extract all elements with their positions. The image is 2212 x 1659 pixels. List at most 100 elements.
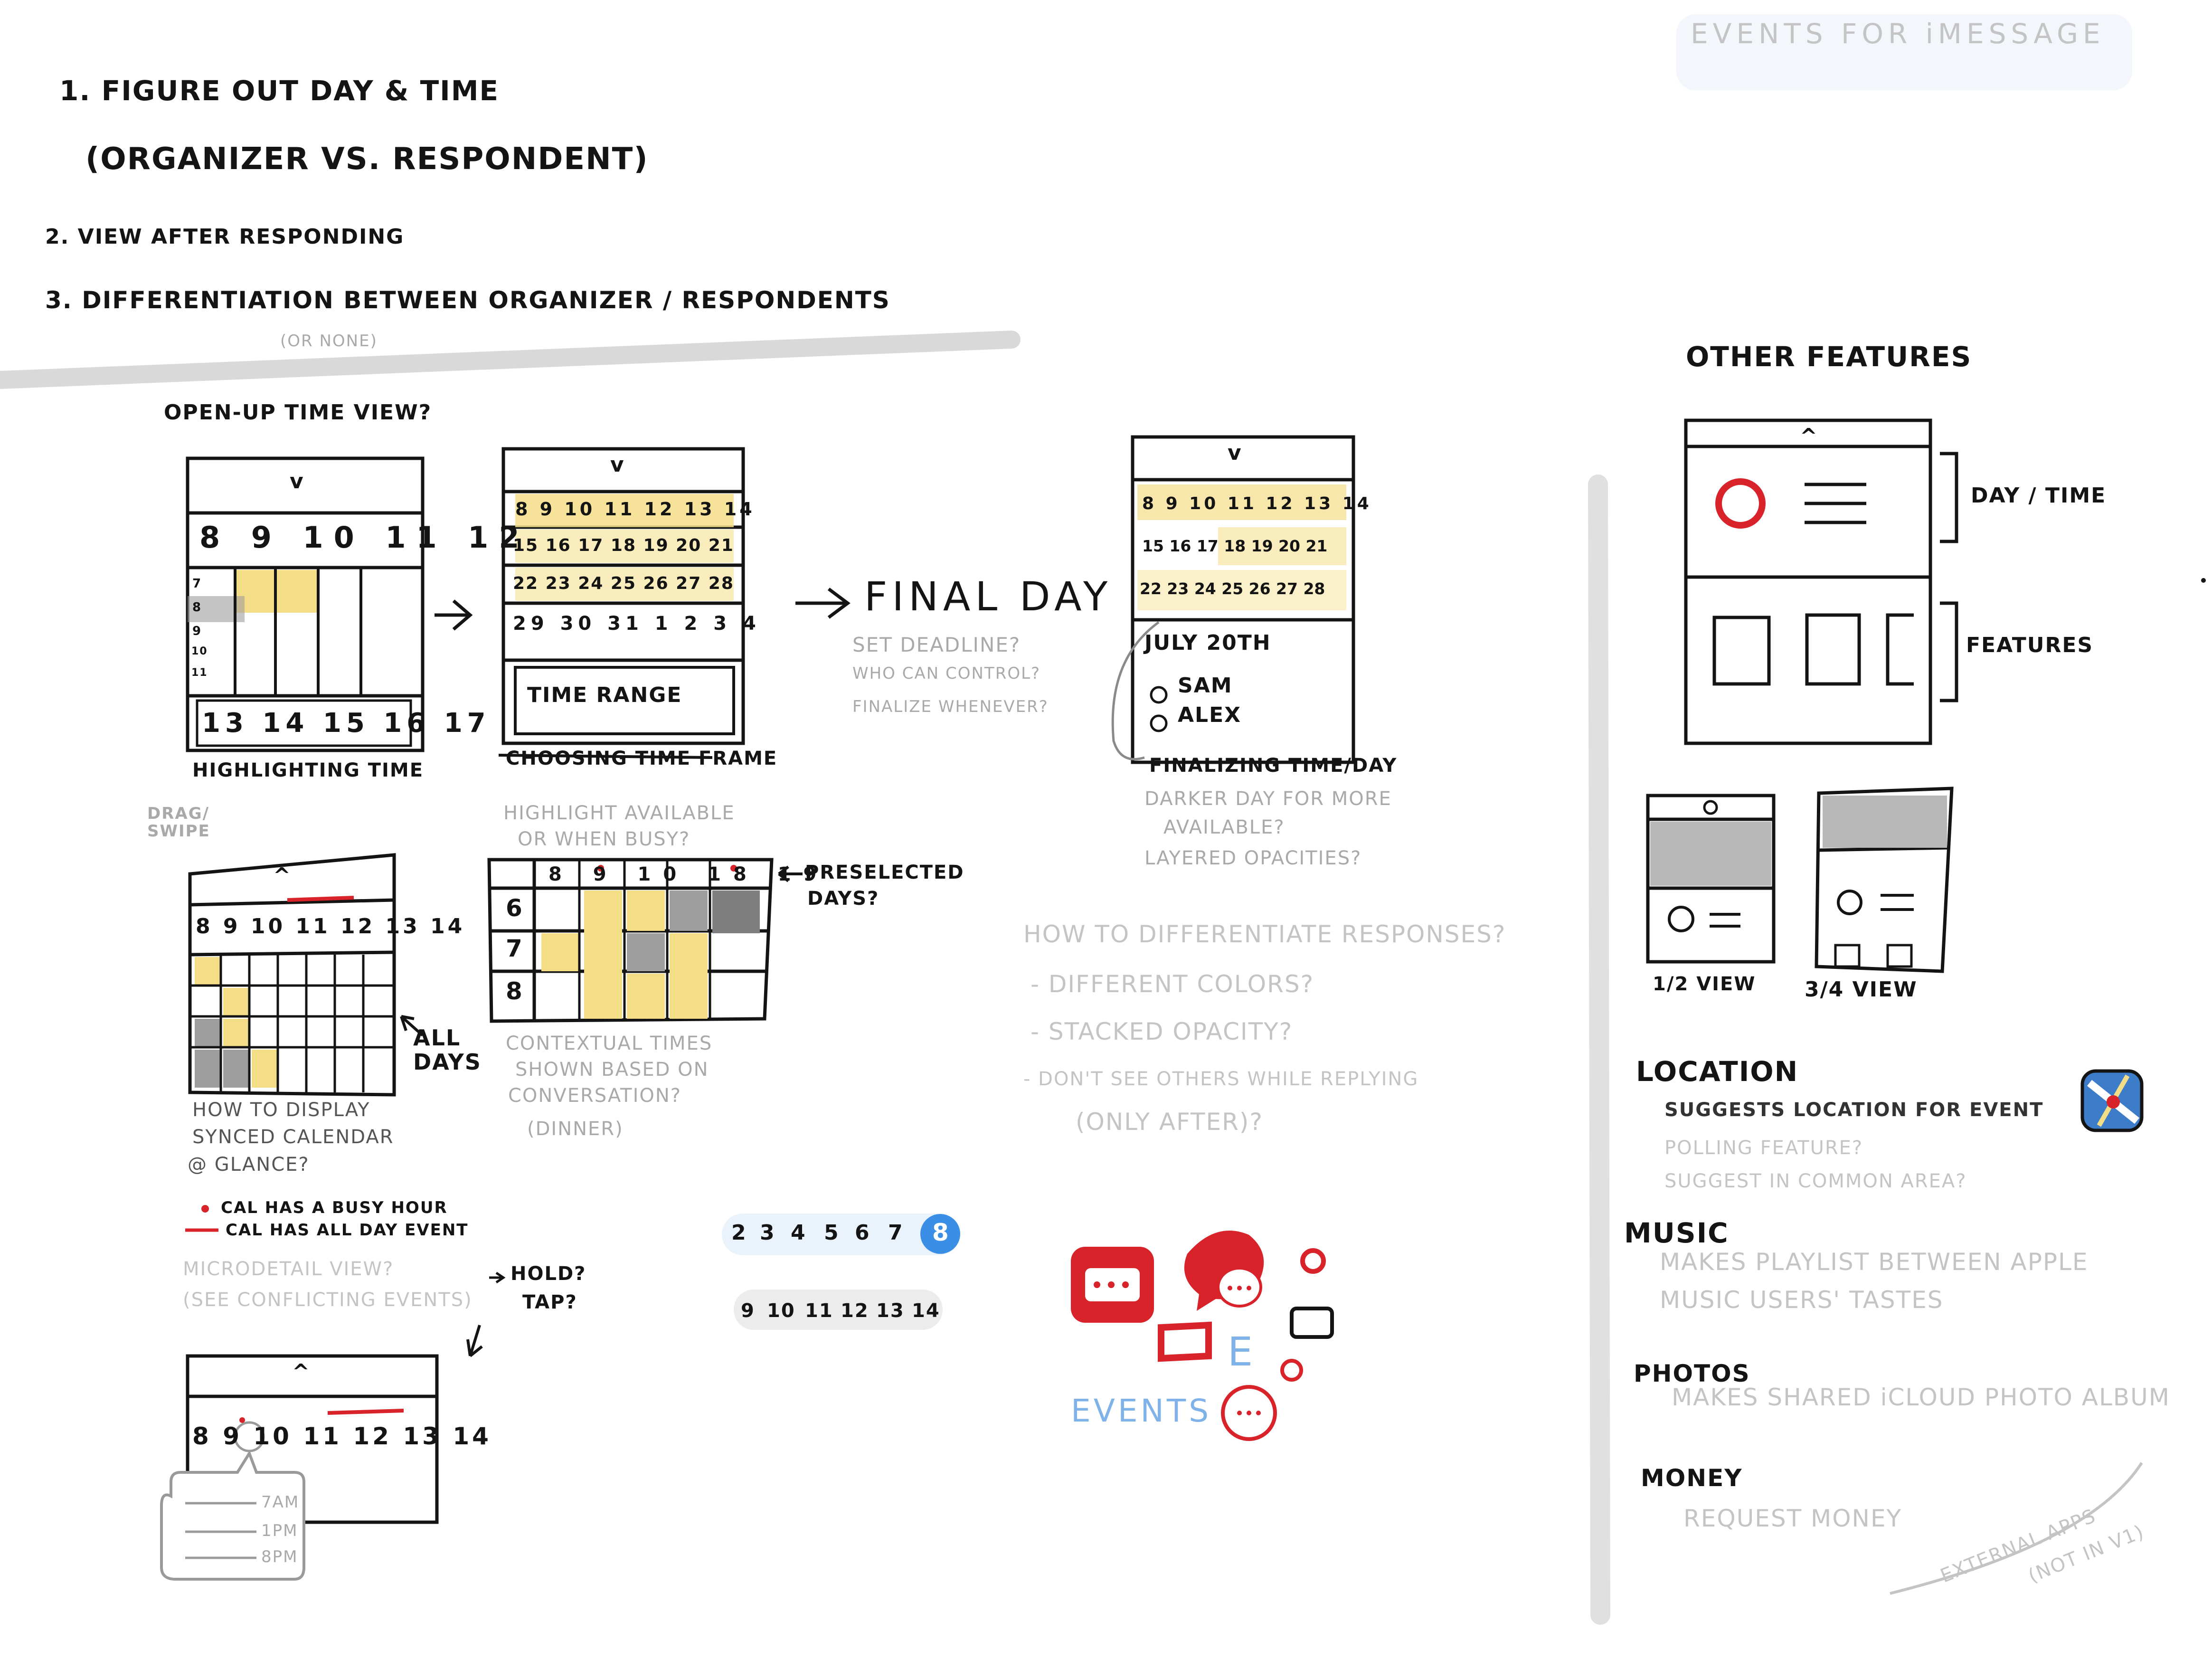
pill-14[interactable]: 14 <box>912 1300 940 1322</box>
label-day-time: DAY / TIME <box>1971 483 2107 508</box>
sketch4-hours: 8 9 10 11 12 13 14 <box>196 914 465 939</box>
photos-title: PHOTOS <box>1634 1360 1750 1387</box>
sketch4-caption-2: SYNCED CALENDAR <box>192 1126 394 1148</box>
pill-7[interactable]: 7 <box>888 1221 904 1245</box>
responses-option-3: - DON'T SEE OTHERS WHILE REPLYING <box>1023 1068 1419 1090</box>
open-up-question: OPEN-UP TIME VIEW? <box>164 400 432 425</box>
corner-title: EVENTS FOR iMESSAGE <box>1691 18 2105 50</box>
sketch4-chevron: ^ <box>273 863 292 888</box>
micro-label-1: MICRODETAIL VIEW? <box>183 1258 394 1280</box>
sketch1-chevron: v <box>290 469 304 493</box>
sketch3-date: JULY 20TH <box>1144 631 1271 655</box>
sketch4-all-days: ALL DAYS <box>413 1025 482 1075</box>
pill-4[interactable]: 4 <box>791 1221 806 1245</box>
pill-10[interactable]: 10 <box>767 1300 795 1322</box>
sketch4-grid <box>190 955 394 1092</box>
pill-2[interactable]: 2 <box>731 1221 747 1245</box>
location-line-3: SUGGEST IN COMMON AREA? <box>1664 1170 1967 1192</box>
sketch5-caption-2: SHOWN BASED ON <box>515 1059 709 1081</box>
half-view-label: 1/2 VIEW <box>1653 973 1756 995</box>
pill-selected[interactable]: 8 <box>932 1219 950 1246</box>
events-logo-letter: E <box>1228 1328 1254 1375</box>
final-q-2: WHO CAN CONTROL? <box>852 664 1041 683</box>
sketch2-row-1: 8 9 10 11 12 13 14 <box>515 499 755 520</box>
final-day-title: FINAL DAY <box>864 573 1113 620</box>
sketch5-row-7: 7 <box>506 935 523 962</box>
sketch3-row-2: 15 16 17 18 19 20 21 <box>1142 537 1328 555</box>
sketch2-caption: CHOOSING TIME FRAME <box>506 748 778 769</box>
music-title: MUSIC <box>1624 1217 1729 1249</box>
photos-line-1: MAKES SHARED iCLOUD PHOTO ALBUM <box>1672 1384 2170 1411</box>
micro-hours: 8 9 10 11 12 13 14 <box>192 1422 492 1450</box>
sketch3-q-1: DARKER DAY FOR MORE <box>1144 788 1392 810</box>
responses-option-2: - STACKED OPACITY? <box>1030 1018 1293 1045</box>
micro-chevron: ^ <box>292 1360 311 1384</box>
selected-day-pill <box>920 1214 960 1254</box>
sketch4-caption-1: HOW TO DISPLAY <box>192 1099 370 1121</box>
label-features: FEATURES <box>1966 633 2094 657</box>
micro-action-1: HOLD? <box>510 1263 586 1285</box>
sketch3-person-1[interactable]: SAM <box>1178 673 1233 698</box>
requirement-3: 3. DIFFERENTIATION BETWEEN ORGANIZER / R… <box>45 286 890 314</box>
sketch1-side-7: 7 <box>192 577 202 591</box>
pill-12[interactable]: 12 <box>841 1300 869 1322</box>
sketch5-row-8: 8 <box>506 977 523 1005</box>
popover-time-3: 8PM <box>261 1547 298 1566</box>
sketch3-q-2: AVAILABLE? <box>1163 816 1285 838</box>
sketch5-header: 8 9 10 18 19 <box>548 863 829 885</box>
events-logo-cluster <box>1071 1231 1334 1441</box>
sketch5-caption-3: CONVERSATION? <box>508 1085 682 1107</box>
responses-option-1: - DIFFERENT COLORS? <box>1030 970 1314 998</box>
sketch1-side-11: 11 <box>191 667 208 679</box>
music-line-2: MUSIC USERS' TASTES <box>1660 1286 1944 1314</box>
sketch1-bottom-days: 13 14 15 16 17 <box>202 708 491 739</box>
three-quarter-view-label: 3/4 VIEW <box>1805 977 1918 1002</box>
sketch1-hours: 8 9 10 11 12 <box>199 520 530 555</box>
final-q-1: SET DEADLINE? <box>852 633 1021 656</box>
responses-option-4: (ONLY AFTER)? <box>1076 1108 1263 1136</box>
sketch3-chevron: v <box>1228 441 1242 465</box>
sketch2-row-4: 29 30 31 1 2 3 4 <box>513 613 761 635</box>
sketch5-note-1: HIGHLIGHT AVAILABLE <box>503 802 735 824</box>
money-title: MONEY <box>1641 1464 1743 1492</box>
sketch1-gesture: DRAG/ SWIPE <box>147 804 210 841</box>
pill-11[interactable]: 11 <box>805 1300 833 1322</box>
sketch1-side-10: 10 <box>191 645 208 657</box>
sketch5-note-2: OR WHEN BUSY? <box>518 828 690 850</box>
maps-app-icon <box>2080 1069 2144 1132</box>
sketch5-caption-4: (DINNER) <box>527 1118 624 1140</box>
requirement-1-sub: (ORGANIZER VS. RESPONDENT) <box>85 142 649 177</box>
location-title: LOCATION <box>1636 1055 1799 1088</box>
preselected-label-2: DAYS? <box>807 888 879 910</box>
sketch2-row-2: 15 16 17 18 19 20 21 <box>513 536 734 555</box>
requirement-3-note: (OR NONE) <box>280 332 378 351</box>
requirement-1: 1. FIGURE OUT DAY & TIME <box>59 75 500 107</box>
other-features-title: OTHER FEATURES <box>1686 341 1972 373</box>
legend-busy-hour: CAL HAS A BUSY HOUR <box>221 1198 448 1217</box>
micro-label-2: (SEE CONFLICTING EVENTS) <box>183 1289 473 1311</box>
popover-time-1: 7AM <box>261 1493 300 1512</box>
responses-title: HOW TO DIFFERENTIATE RESPONSES? <box>1023 920 1506 948</box>
sketch3-row-1: 8 9 10 11 12 13 14 <box>1142 494 1372 513</box>
final-q-3: FINALIZE WHENEVER? <box>852 697 1049 716</box>
pill-3[interactable]: 3 <box>760 1221 775 1245</box>
time-range-button[interactable]: TIME RANGE <box>527 683 682 707</box>
sketch1-caption: HIGHLIGHTING TIME <box>192 759 424 781</box>
location-line-1: SUGGESTS LOCATION FOR EVENT <box>1664 1099 2044 1121</box>
sketch5-caption-1: CONTEXTUAL TIMES <box>506 1033 713 1054</box>
preselected-label-1: PRESELECTED <box>805 862 964 883</box>
sketch1-side-8: 8 <box>192 600 202 615</box>
money-line-1: REQUEST MONEY <box>1683 1505 1902 1532</box>
pill-13[interactable]: 13 <box>876 1300 905 1322</box>
feature-frame-chevron: ^ <box>1800 424 1818 448</box>
sketch3-person-2[interactable]: ALEX <box>1178 703 1242 727</box>
pill-6[interactable]: 6 <box>855 1221 870 1245</box>
sketch4-caption-3: @ GLANCE? <box>188 1154 310 1176</box>
pill-5[interactable]: 5 <box>824 1221 840 1245</box>
pill-9[interactable]: 9 <box>741 1300 755 1322</box>
sketch5-row-6: 6 <box>506 894 523 922</box>
sketch2-row-3: 22 23 24 25 26 27 28 <box>513 574 734 593</box>
sketch1-side-9: 9 <box>192 624 202 638</box>
sketch3-row-3: 22 23 24 25 26 27 28 <box>1140 579 1325 598</box>
